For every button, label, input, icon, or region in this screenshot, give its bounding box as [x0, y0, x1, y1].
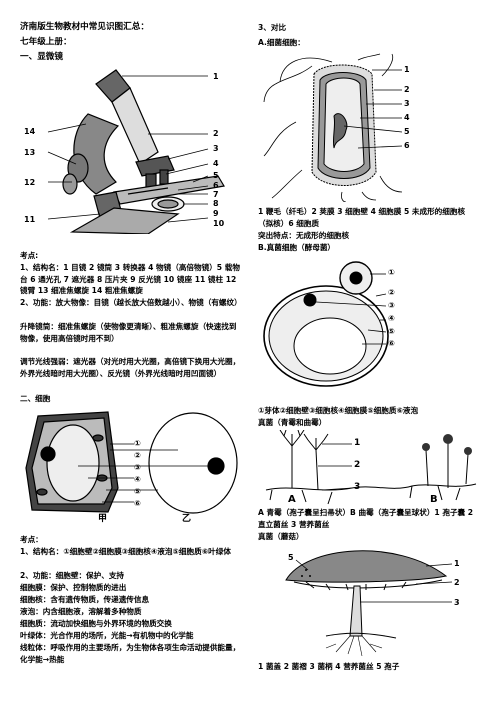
section-compare: 3、对比: [258, 23, 287, 32]
bact-label-3: 3: [404, 99, 410, 108]
exam-point-heading-2: 考点：: [20, 535, 43, 544]
cell-label-1: ①: [134, 439, 141, 448]
bact-label-5: 5: [404, 127, 410, 136]
exam-point-heading: 考点:: [20, 251, 39, 260]
yeast-diagram: [263, 261, 389, 387]
mic-label-2: 2: [213, 129, 219, 138]
bacteria-caption: 1 鞭毛（纤毛）2 荚膜 3 细胞壁 4 细胞膜 5 未成形的细胞核（拟核）6 …: [258, 207, 466, 228]
cell-func-membrane: 细胞膜：保护、控制物质的进出: [20, 583, 127, 592]
bact-label-1: 1: [404, 65, 410, 74]
mic-label-3: 3: [213, 144, 219, 153]
yeast-label-6: ⑥: [388, 339, 395, 348]
mic-label-13: 13: [24, 148, 36, 157]
mushroom-label-1: 1: [454, 559, 460, 568]
cell-label-jia: 甲: [98, 514, 108, 524]
bacteria-feature: 突出特点：无成形的细胞核: [258, 231, 350, 240]
bact-label-4: 4: [404, 113, 410, 122]
yeast-label-3: ③: [388, 301, 395, 310]
cell-label-yi: 乙: [182, 514, 192, 524]
microscope-diagram: [47, 69, 225, 234]
mic-label-10: 10: [213, 219, 225, 228]
cell-structure-text: 1、结构名：①细胞壁②细胞膜③细胞核④液泡⑤细胞质⑥叶绿体: [20, 547, 231, 556]
mic-label-5: 5: [213, 171, 219, 180]
mic-label-14: 14: [24, 127, 36, 136]
cell-func-mitochondria: 线粒体：呼吸作用的主要场所，为生物体各项生命活动提供能量，化学能→热能: [20, 643, 241, 664]
mold-heading: 真菌（青霉和曲霉）: [258, 418, 327, 427]
grade-heading: 七年级上册：: [20, 37, 72, 47]
mushroom-label-5: 5: [288, 553, 294, 562]
cell-label-6: ⑥: [134, 499, 141, 508]
mic-label-6: 6: [213, 181, 219, 190]
microscope-structure-text: 1、结构名：1 目镜 2 镜筒 3 转换器 4 物镜（高倍物镜）5 载物台 6 …: [20, 263, 240, 296]
mic-label-12: 12: [24, 178, 36, 187]
yeast-caption: ①芽体②细胞壁③细胞核④细胞膜⑤细胞质⑥液泡: [258, 406, 419, 415]
cell-function-text: 2、功能：细胞壁：保护、支持: [20, 571, 125, 580]
mic-label-7: 7: [213, 190, 219, 199]
mold-diagram: [265, 430, 477, 505]
yeast-label-5: ⑤: [388, 327, 395, 336]
cell-label-3: ③: [134, 463, 141, 472]
mic-label-9: 9: [213, 209, 219, 218]
mushroom-diagram: [285, 550, 453, 657]
cell-label-2: ②: [134, 451, 141, 460]
section-microscope: 一、显微镜: [20, 52, 63, 62]
cell-func-nucleus: 细胞核：含有遗传物质，传递遗传信息: [20, 595, 150, 604]
mushroom-label-2: 2: [454, 578, 460, 587]
mold-label-2: 2: [354, 460, 361, 470]
cell-label-5: ⑤: [134, 487, 141, 496]
yeast-label-1: ①: [388, 268, 395, 277]
cell-func-cytoplasm: 细胞质：流动加快细胞与外界环境的物质交换: [20, 619, 172, 628]
section-cell: 二、细胞: [20, 394, 51, 403]
mushroom-heading: 真菌（蘑菇）: [258, 532, 304, 541]
mushroom-caption: 1 菌盖 2 菌褶 3 菌柄 4 营养菌丝 5 孢子: [258, 662, 400, 671]
cell-label-4: ④: [134, 475, 141, 484]
bacteria-diagram: [263, 53, 403, 202]
yeast-heading: B.真菌细胞（酵母菌）: [258, 243, 336, 252]
microscope-function-text: 2、功能：放大物像：目镜（越长放大倍数越小）、物镜（有螺纹）: [20, 298, 242, 307]
mic-label-8: 8: [213, 199, 219, 208]
mold-caption: A 青霉（孢子囊呈扫帚状）B 曲霉（孢子囊呈球状）1 孢子囊 2 直立菌丝 3 …: [258, 508, 474, 529]
cell-func-chloroplast: 叶绿体：光合作用的场所，光能→有机物中的化学能: [20, 631, 194, 640]
page-title: 济南版生物教材中常见识图汇总：: [20, 22, 149, 32]
mic-label-4: 4: [213, 159, 219, 168]
mic-label-11: 11: [24, 215, 36, 224]
mic-label-1: 1: [213, 72, 219, 81]
mold-label-1: 1: [354, 438, 361, 448]
cell-func-vacuole: 液泡：内含细胞液，溶解着多种物质: [20, 607, 142, 616]
bact-label-2: 2: [404, 85, 410, 94]
bact-label-6: 6: [404, 141, 410, 150]
mold-label-3: 3: [354, 482, 361, 492]
mushroom-label-3: 3: [454, 598, 460, 607]
mold-label-b: B: [430, 494, 438, 505]
cell-diagram: [25, 411, 238, 514]
yeast-label-2: ②: [388, 288, 395, 297]
microscope-lift-text: 升降镜筒：细准焦螺旋（使物像更清晰）、粗准焦螺旋（快速找到物像，使用高倍镜时用不…: [20, 322, 237, 343]
mold-label-a: A: [288, 494, 296, 505]
bacteria-heading: A.细菌细胞：: [258, 38, 305, 47]
microscope-light-text: 调节光线强弱：遮光器（对光时用大光圈，高倍镜下换用大光圈，外界光线暗时用大光圈）…: [20, 357, 241, 378]
yeast-label-4: ④: [388, 314, 395, 323]
